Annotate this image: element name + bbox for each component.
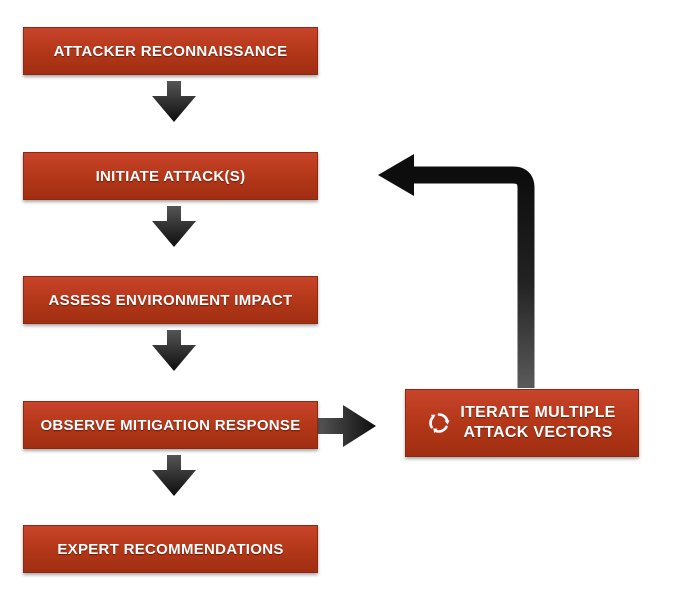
step-label: ASSESS ENVIRONMENT IMPACT — [48, 291, 293, 309]
down-arrow-2 — [152, 206, 196, 247]
down-arrow-3 — [152, 330, 196, 371]
cycle-arrows-icon — [429, 413, 450, 434]
right-arrow-to-iterate — [318, 405, 376, 447]
step-label: INITIATE ATTACK(S) — [95, 167, 246, 185]
step-observe-mitigation-response: OBSERVE MITIGATION RESPONSE — [23, 401, 318, 449]
loop-back-arrow — [378, 154, 535, 388]
step-initiate-attacks: INITIATE ATTACK(S) — [23, 152, 318, 200]
step-label: OBSERVE MITIGATION RESPONSE — [40, 416, 301, 434]
step-label: EXPERT RECOMMENDATIONS — [57, 540, 284, 558]
step-label: ATTACKER RECONNAISSANCE — [53, 42, 288, 60]
iterate-attack-vectors-box: ITERATE MULTIPLE ATTACK VECTORS — [405, 389, 639, 457]
step-expert-recommendations: EXPERT RECOMMENDATIONS — [23, 525, 318, 573]
step-attacker-reconnaissance: ATTACKER RECONNAISSANCE — [23, 27, 318, 75]
iterate-label: ITERATE MULTIPLE ATTACK VECTORS — [460, 404, 616, 441]
down-arrow-1 — [152, 81, 196, 122]
step-assess-environment-impact: ASSESS ENVIRONMENT IMPACT — [23, 276, 318, 324]
down-arrow-4 — [152, 455, 196, 496]
